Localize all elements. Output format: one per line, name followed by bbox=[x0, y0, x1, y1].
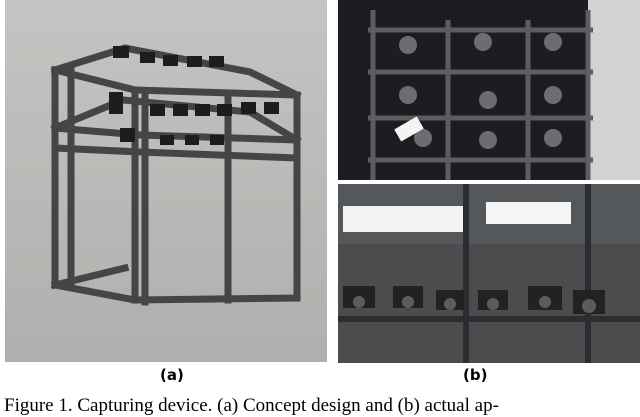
subfigure-label-b: (b) bbox=[463, 366, 488, 384]
apparatus-photo-top bbox=[338, 0, 640, 180]
subfigure-label-a: (a) bbox=[160, 366, 184, 384]
apparatus-photo-closeup bbox=[338, 184, 640, 363]
figure-caption: Figure 1. Capturing device. (a) Concept … bbox=[4, 395, 499, 416]
concept-design-image bbox=[5, 0, 327, 362]
